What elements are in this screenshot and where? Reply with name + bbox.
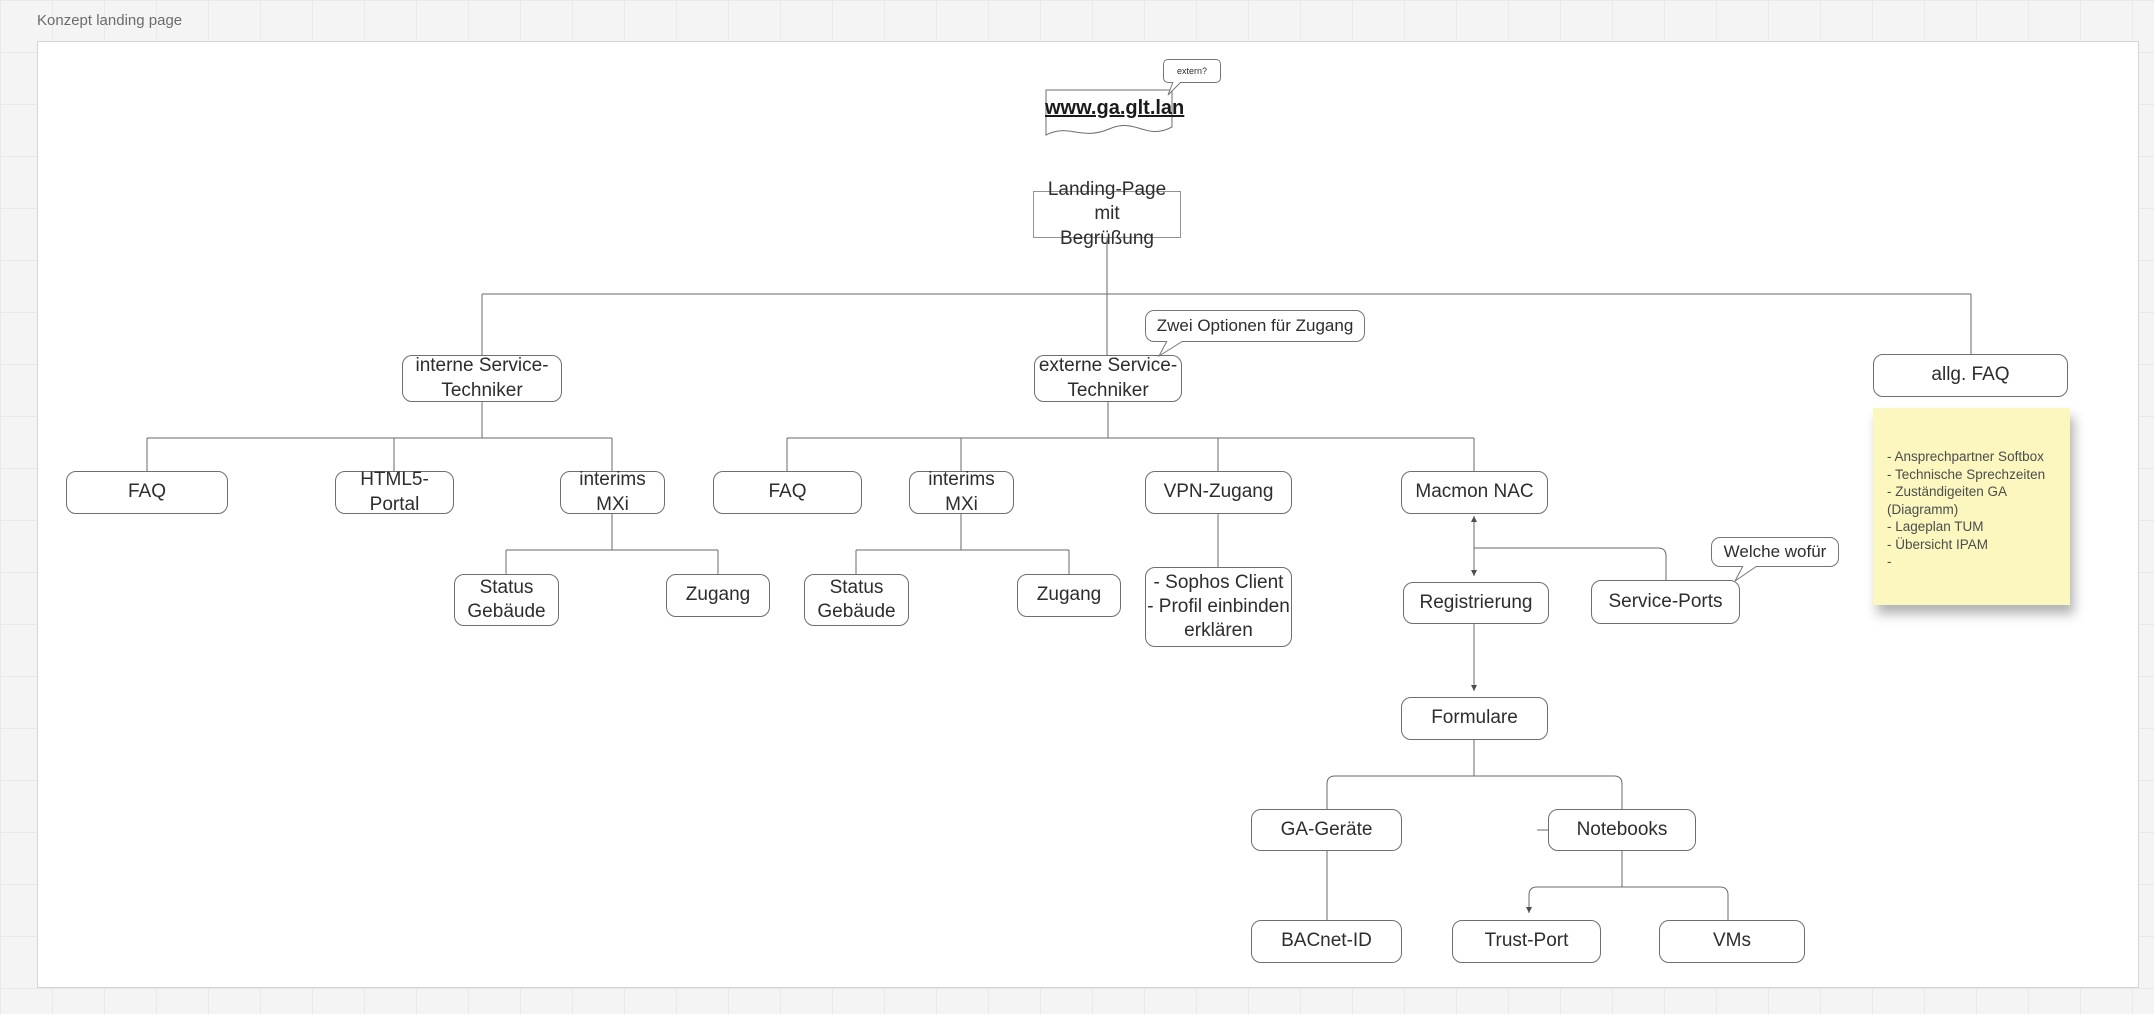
node-formulare[interactable]: Formulare xyxy=(1401,697,1548,740)
node-interims-mxi-left[interactable]: interims MXi xyxy=(560,469,665,515)
edge-landing-children xyxy=(481,238,1972,355)
sticky-note[interactable]: - Ansprechpartner Softbox - Technische S… xyxy=(1873,408,2070,605)
node-landing-page[interactable]: Landing-Page mit Begrüßung xyxy=(1033,179,1181,249)
diagram-canvas: www.ga.glt.lan extern? Zwei Optionen für… xyxy=(37,41,2139,988)
node-service-ports[interactable]: Service-Ports xyxy=(1591,580,1740,624)
url-document-shape[interactable]: www.ga.glt.lan xyxy=(1045,89,1185,145)
node-bacnet-id[interactable]: BACnet-ID xyxy=(1251,920,1402,963)
extern-callout-bubble[interactable]: extern? xyxy=(1163,59,1221,83)
node-zugang-mid[interactable]: Zugang xyxy=(1017,574,1121,617)
edge-externe-children xyxy=(786,402,1475,471)
node-faq-left[interactable]: FAQ xyxy=(66,471,228,514)
extern-bubble-tail xyxy=(1167,82,1182,96)
node-vpn-zugang[interactable]: VPN-Zugang xyxy=(1145,471,1292,514)
connector-lines xyxy=(146,238,1972,920)
node-status-gebaeude-left[interactable]: Status Gebäude xyxy=(454,574,559,626)
edge-mxi-mid-children xyxy=(855,514,1070,574)
node-macmon-nac[interactable]: Macmon NAC xyxy=(1401,471,1548,514)
sticky-note-line: - Zuständigeiten GA (Diagramm) xyxy=(1887,484,2007,517)
edge-macmon-serviceports xyxy=(1474,547,1667,580)
edge-notebooks-trustport-arrow xyxy=(1526,886,1538,913)
sticky-note-line: - Ansprechpartner Softbox xyxy=(1887,449,2044,464)
node-zugang-left[interactable]: Zugang xyxy=(666,574,770,617)
sticky-note-line: - Übersicht IPAM xyxy=(1887,536,1989,552)
sticky-note-line: - xyxy=(1887,554,1892,569)
zwei-optionen-callout-bubble[interactable]: Zwei Optionen für Zugang xyxy=(1145,310,1365,342)
edge-formulare-children xyxy=(1326,740,1623,809)
document-shape-outline xyxy=(1045,89,1173,136)
url-label: www.ga.glt.lan xyxy=(1045,97,1185,119)
node-status-gebaeude-mid[interactable]: Status Gebäude xyxy=(804,574,909,626)
node-notebooks[interactable]: Notebooks xyxy=(1548,809,1696,851)
edge-interne-children xyxy=(146,402,613,471)
node-faq-mid[interactable]: FAQ xyxy=(713,471,862,514)
welche-wofuer-bubble-tail xyxy=(1734,566,1758,582)
node-externe-service-techniker[interactable]: externe Service- Techniker xyxy=(1034,355,1182,402)
node-html5-portal[interactable]: HTML5-Portal xyxy=(335,469,454,515)
zwei-optionen-bubble-tail xyxy=(1157,341,1184,358)
edge-notebooks-children xyxy=(1537,851,1729,920)
node-sophos-client[interactable]: - Sophos Client - Profil einbinden erklä… xyxy=(1145,567,1292,647)
page-title: Konzept landing page xyxy=(37,12,183,29)
node-allg-faq[interactable]: allg. FAQ xyxy=(1873,354,2068,397)
sticky-note-line: - Lageplan TUM xyxy=(1887,519,1984,534)
node-interne-service-techniker[interactable]: interne Service- Techniker xyxy=(402,355,562,402)
sticky-note-line: - Technische Sprechzeiten xyxy=(1887,466,2046,482)
node-registrierung[interactable]: Registrierung xyxy=(1403,582,1549,624)
edge-mxi-left-children xyxy=(505,514,719,574)
node-ga-geraete[interactable]: GA-Geräte xyxy=(1251,809,1402,851)
welche-wofuer-callout-bubble[interactable]: Welche wofür xyxy=(1711,537,1839,567)
node-interims-mxi-mid[interactable]: interims MXi xyxy=(909,469,1014,515)
node-trust-port[interactable]: Trust-Port xyxy=(1452,920,1601,963)
node-vms[interactable]: VMs xyxy=(1659,920,1805,963)
